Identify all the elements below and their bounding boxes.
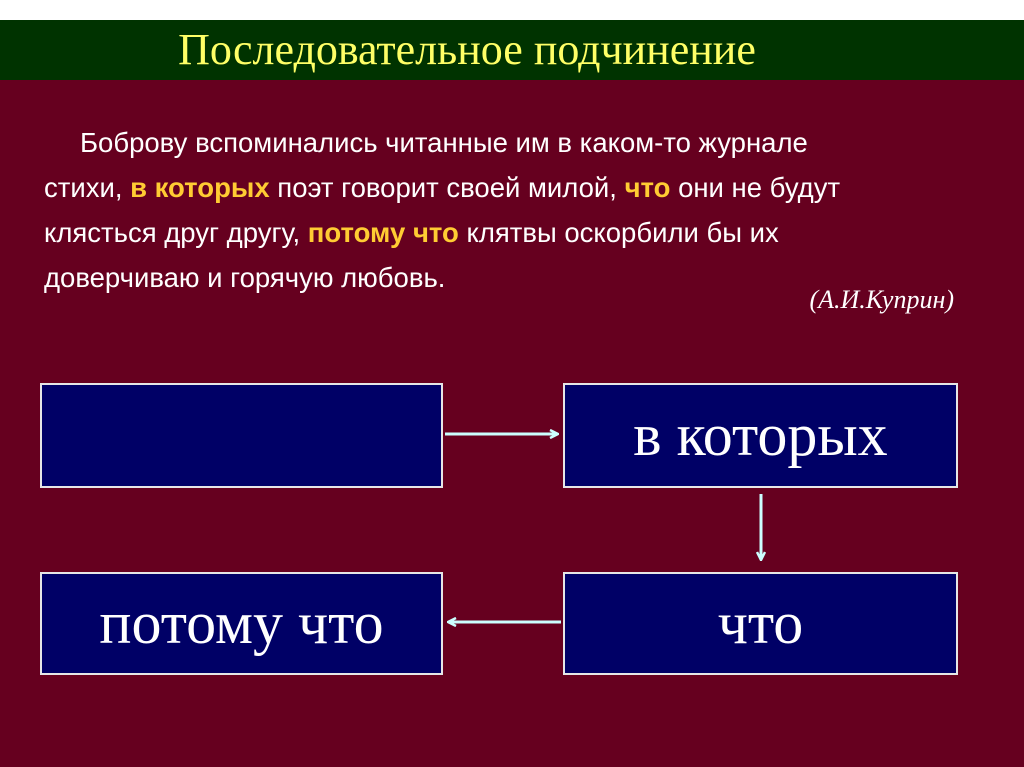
quote-fragment: поэт говорит своей милой, xyxy=(269,172,625,203)
potomu-chto-box: потому что xyxy=(40,572,443,675)
quote-line: клясться друг другу, потому что клятвы о… xyxy=(44,210,974,255)
quote-fragment: клятвы оскорбили бы их xyxy=(458,217,779,248)
chto-box: что xyxy=(563,572,958,675)
title-bar: Последовательное подчинение xyxy=(0,20,1024,80)
quote-fragment: доверчиваю и горячую любовь. xyxy=(44,262,446,293)
quote-fragment: они не будут xyxy=(670,172,841,203)
v-kotoryh-box: в которых xyxy=(563,383,958,488)
quote-text: Боброву вспоминались читанные им в каком… xyxy=(44,120,974,300)
quote-author: (А.И.Куприн) xyxy=(809,285,954,314)
quote-line: стихи, в которых поэт говорит своей мило… xyxy=(44,165,974,210)
v-kotoryh-label: в которых xyxy=(633,402,888,468)
highlighted-conjunction: что xyxy=(624,172,671,203)
quote-fragment: клясться друг другу, xyxy=(44,217,308,248)
main-clause-box xyxy=(40,383,443,488)
quote-line: доверчиваю и горячую любовь. xyxy=(44,255,974,300)
highlighted-conjunction: в которых xyxy=(130,172,270,203)
highlighted-conjunction: потому что xyxy=(307,217,459,248)
quote-line: Боброву вспоминались читанные им в каком… xyxy=(44,120,974,165)
chto-label: что xyxy=(717,590,804,656)
slide-title: Последовательное подчинение xyxy=(178,25,756,74)
potomu-chto-label: потому что xyxy=(99,590,384,656)
quote-fragment: Боброву вспоминались читанные им в каком… xyxy=(80,127,808,158)
top-strip xyxy=(0,0,1024,20)
quote-fragment: стихи, xyxy=(44,172,131,203)
